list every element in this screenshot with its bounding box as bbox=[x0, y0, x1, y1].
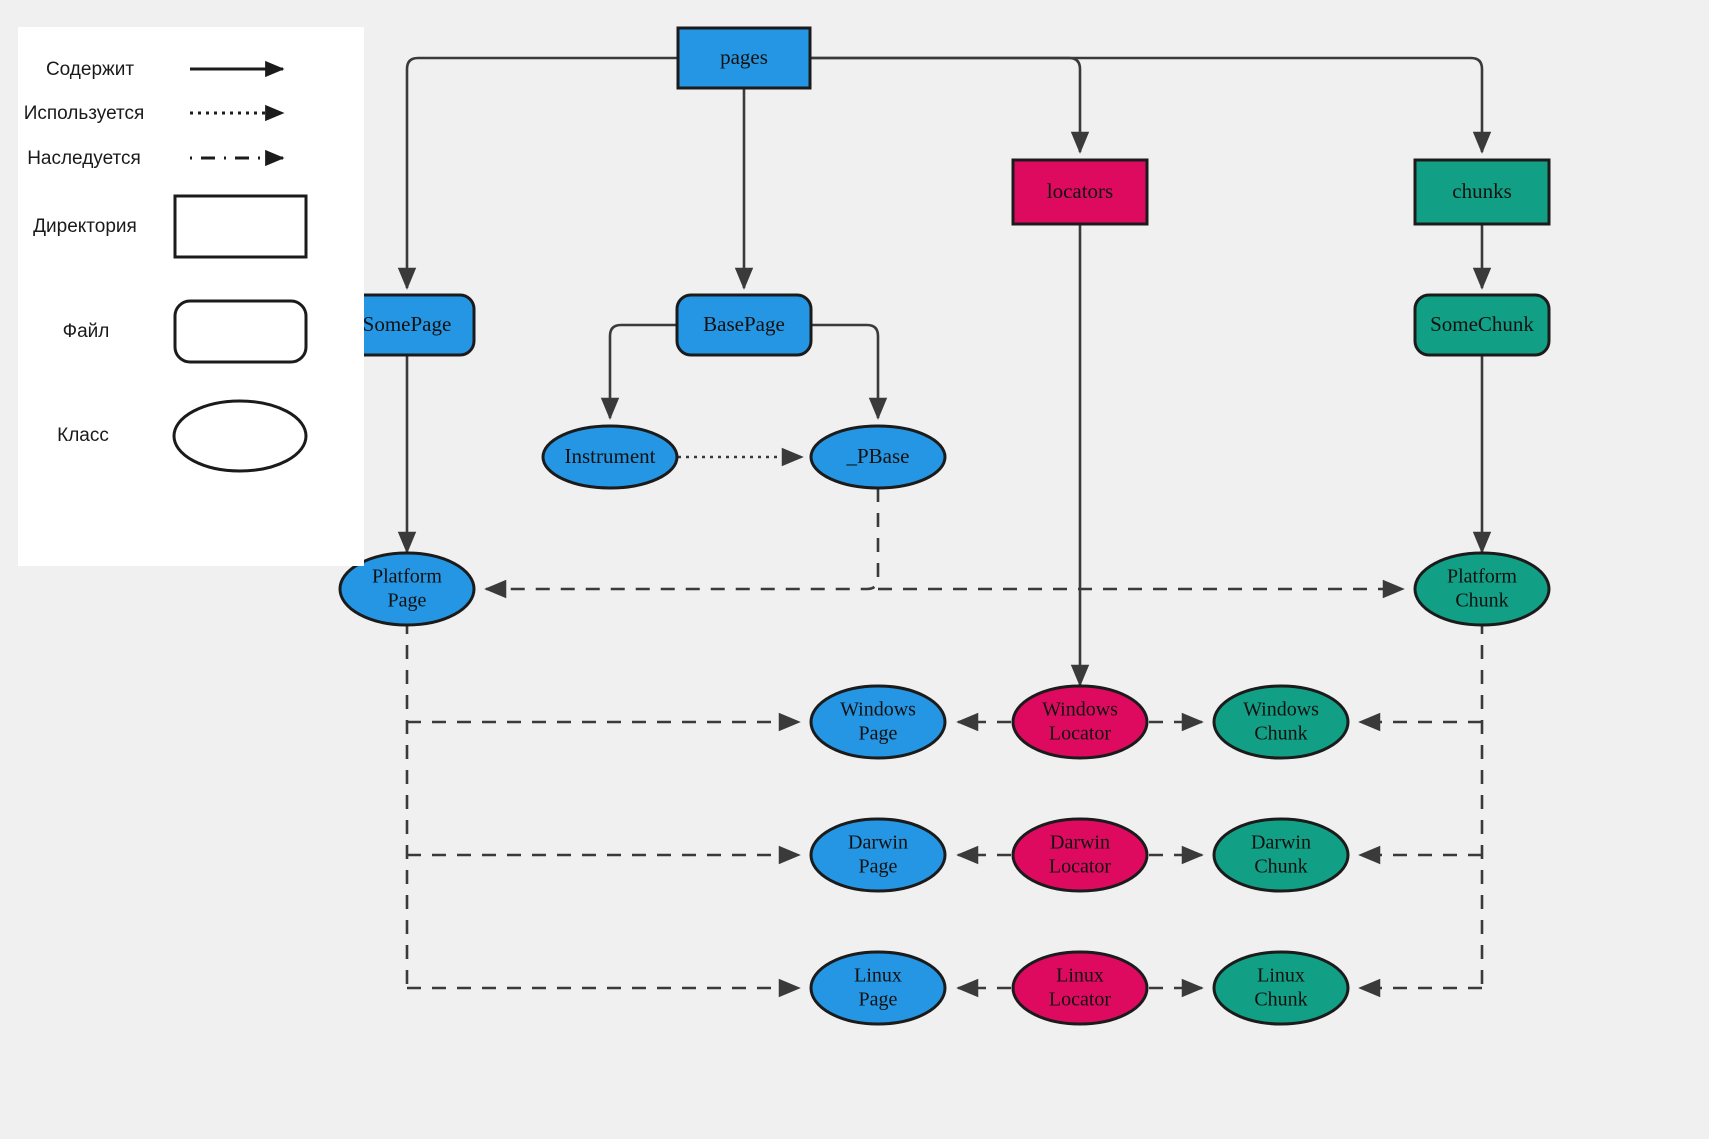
node-locators[interactable]: locators bbox=[1011, 158, 1149, 226]
node-windowspage-shape[interactable] bbox=[809, 684, 947, 760]
edge-basepage-pbase bbox=[811, 323, 888, 420]
node-windowschunk-shape[interactable] bbox=[1212, 684, 1350, 760]
edge-layer bbox=[397, 56, 1492, 998]
node-darwinpage-shape[interactable] bbox=[809, 817, 947, 893]
rounded-rectangle-shape-icon bbox=[173, 299, 308, 364]
legend-label-inherits: Наследуется bbox=[27, 148, 141, 169]
legend-row-class: Класс bbox=[57, 399, 308, 473]
node-darwinpage[interactable]: Darwin Page bbox=[809, 817, 947, 893]
node-windowslocator-shape[interactable] bbox=[1011, 684, 1149, 760]
node-basepage-shape[interactable] bbox=[675, 293, 813, 357]
node-platformchunk[interactable]: Platform Chunk bbox=[1413, 551, 1551, 627]
node-linuxchunk-shape[interactable] bbox=[1212, 950, 1350, 1026]
node-windowschunk[interactable]: Windows Chunk bbox=[1212, 684, 1350, 760]
edge-pbase-platformpage bbox=[484, 488, 880, 599]
node-windowslocator[interactable]: Windows Locator bbox=[1011, 684, 1149, 760]
node-pages[interactable]: pages bbox=[676, 26, 812, 90]
legend-row-directory: Директория bbox=[33, 194, 308, 259]
node-linuxlocator-shape[interactable] bbox=[1011, 950, 1149, 1026]
legend-panel: Содержит Используется Наследуется Директ… bbox=[18, 27, 364, 566]
node-pages-shape[interactable] bbox=[676, 26, 812, 90]
node-linuxlocator[interactable]: Linux Locator bbox=[1011, 950, 1149, 1026]
node-somechunk-shape[interactable] bbox=[1413, 293, 1551, 357]
legend-row-uses: Используется bbox=[24, 103, 285, 124]
node-instrument-shape[interactable] bbox=[541, 424, 679, 490]
node-chunks-shape[interactable] bbox=[1413, 158, 1551, 226]
node-instrument[interactable]: Instrument bbox=[541, 424, 679, 490]
legend-label-uses: Используется bbox=[24, 103, 145, 124]
node-linuxpage-shape[interactable] bbox=[809, 950, 947, 1026]
legend-background bbox=[18, 27, 364, 566]
node-darwinlocator[interactable]: Darwin Locator bbox=[1011, 817, 1149, 893]
node-platformpage-shape[interactable] bbox=[338, 551, 476, 627]
node-darwinlocator-shape[interactable] bbox=[1011, 817, 1149, 893]
legend-label-file: Файл bbox=[63, 321, 110, 342]
edge-basepage-instrument bbox=[600, 323, 677, 420]
node-platformchunk-shape[interactable] bbox=[1413, 551, 1551, 627]
edge-pages-chunks bbox=[810, 56, 1492, 154]
legend-row-file: Файл bbox=[63, 299, 308, 364]
legend-row-contains: Содержит bbox=[46, 59, 285, 80]
ellipse-shape-icon bbox=[172, 399, 308, 473]
edge-pages-locators bbox=[810, 56, 1090, 154]
edge-pages-somepage bbox=[397, 56, 678, 290]
node-layer: pages locators chunks SomePage BasePage bbox=[338, 26, 1551, 1026]
legend-label-class: Класс bbox=[57, 425, 109, 446]
legend-label-contains: Содержит bbox=[46, 59, 134, 80]
node-darwinchunk-shape[interactable] bbox=[1212, 817, 1350, 893]
rectangle-shape-icon bbox=[173, 194, 308, 259]
node-pbase-shape[interactable] bbox=[809, 424, 947, 490]
node-linuxpage[interactable]: Linux Page bbox=[809, 950, 947, 1026]
node-linuxchunk[interactable]: Linux Chunk bbox=[1212, 950, 1350, 1026]
node-basepage[interactable]: BasePage bbox=[675, 293, 813, 357]
node-windowspage[interactable]: Windows Page bbox=[809, 684, 947, 760]
node-locators-shape[interactable] bbox=[1011, 158, 1149, 226]
legend-row-inherits: Наследуется bbox=[27, 148, 285, 169]
node-somechunk[interactable]: SomeChunk bbox=[1413, 293, 1551, 357]
legend-label-directory: Директория bbox=[33, 216, 137, 237]
node-pbase[interactable]: _PBase bbox=[809, 424, 947, 490]
node-chunks[interactable]: chunks bbox=[1413, 158, 1551, 226]
node-darwinchunk[interactable]: Darwin Chunk bbox=[1212, 817, 1350, 893]
